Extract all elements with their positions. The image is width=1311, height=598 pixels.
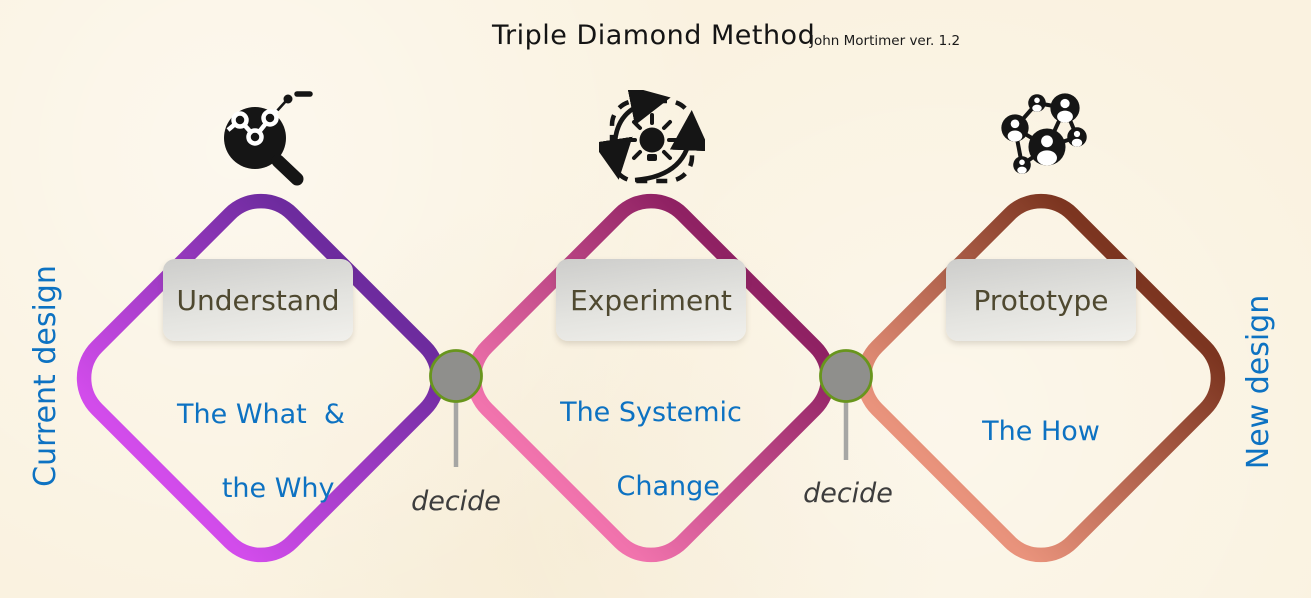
decide-label: decide (411, 486, 501, 517)
people-network-icon (998, 88, 1098, 188)
stage-label: Prototype (973, 283, 1109, 317)
decision-junction-circle (429, 349, 483, 403)
description-line: The How (982, 416, 1100, 447)
orbit-idea-icon (599, 90, 705, 184)
description-line: The What & (177, 399, 345, 430)
description-prototype: The How (881, 413, 1201, 487)
decide-label: decide (803, 478, 893, 509)
stage-label: Experiment (570, 283, 732, 317)
stage-label: Understand (176, 283, 340, 317)
page-title: Triple Diamond Method (492, 20, 816, 51)
new-design-label: New design (1241, 294, 1276, 470)
diamond-prototype (856, 193, 1226, 563)
description-line: the Why (221, 473, 335, 504)
decision-junction-circle (819, 349, 873, 403)
description-understand: The What & the Why (101, 396, 421, 544)
stage-plaque-prototype: Prototype (946, 259, 1136, 341)
current-design-label: Current design (28, 265, 63, 487)
magnifier-analytics-icon (224, 91, 313, 186)
stage-plaque-experiment: Experiment (556, 259, 746, 341)
description-line: The Systemic (560, 397, 742, 428)
author-version-label: John Mortimer ver. 1.2 (810, 33, 961, 49)
stage-plaque-understand: Understand (163, 259, 353, 341)
diamond-experiment (466, 193, 836, 563)
description-line: Change (616, 471, 720, 502)
description-experiment: The Systemic Change (491, 394, 811, 542)
